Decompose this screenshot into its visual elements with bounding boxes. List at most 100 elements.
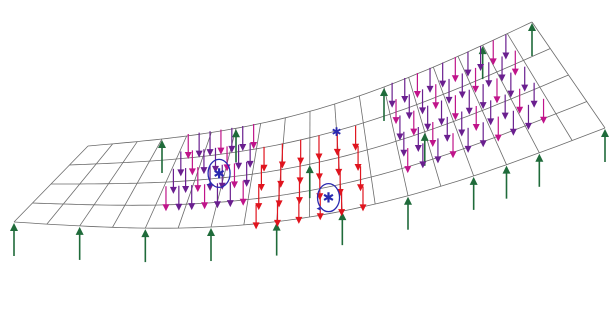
support-reaction-arrow-icon [528,23,536,56]
support-reaction-arrow-icon [75,226,84,260]
support-reaction-arrow-icon [535,153,544,187]
support-reaction-arrow-icon [469,176,478,210]
point-load-arrow-icon [439,62,447,88]
mesh-line-cross [506,33,573,141]
support-reaction-arrow-icon [338,212,347,246]
support-reactions [10,23,609,263]
point-load-arrow-icon [501,94,509,120]
point-load-arrow-icon [250,124,258,150]
point-load-arrow-icon [388,82,396,108]
moment-star-icon: ✱ [323,191,335,207]
point-load-arrow-icon [521,66,529,92]
point-load-arrow-icon [414,127,422,153]
point-load-arrow-icon [540,98,548,124]
point-load-arrow-icon [458,73,466,99]
support-reaction-arrow-icon [232,129,240,163]
point-load-arrow-icon [424,105,432,131]
point-load-arrow-icon [246,142,254,168]
point-load-arrow-icon [277,162,285,188]
point-load-arrow-icon [465,89,473,115]
support-reaction-arrow-icon [158,139,166,173]
mesh-line-cross [358,95,376,205]
point-load-arrow-icon [206,131,214,157]
point-load-arrow-icon [255,185,263,211]
support-reaction-arrow-icon [10,223,18,256]
point-load-arrow-icon [217,129,225,155]
point-load-arrow-icon [278,143,286,169]
point-load-arrow-icon [413,73,421,99]
point-load-arrow-icon [315,135,323,161]
point-load-arrow-icon [502,34,510,60]
point-load-arrow-icon [252,204,260,230]
mesh-line-cross [46,143,113,225]
point-load-arrow-icon [175,185,183,211]
moment-rotation-icon: ✱ [316,182,341,213]
mesh-line-cross [309,111,311,218]
support-reaction-arrow-icon [380,87,388,121]
point-load-arrow-icon [487,100,495,126]
point-load-arrow-icon [479,122,487,148]
point-load-arrow-icon [235,144,243,170]
point-load-arrow-icon [338,191,346,217]
point-load-arrow-icon [182,168,190,194]
point-load-arrow-icon [479,84,487,110]
node-star-icon: ✱ [332,125,342,139]
support-reaction-arrow-icon [601,129,609,162]
point-load-arrow-icon [530,82,538,108]
point-load-arrow-icon [410,110,418,136]
point-load-arrow-icon [177,151,185,177]
point-load-arrow-icon [257,165,265,191]
point-load-arrow-icon [485,62,493,88]
mesh-line-cross [531,21,606,129]
point-load-arrow-icon [451,95,459,121]
point-load-arrow-icon [419,89,427,115]
point-load-arrow-icon [357,166,365,192]
mesh-line-cross [112,138,163,228]
point-load-arrow-icon [195,132,203,158]
point-load-arrow-icon [273,201,281,227]
point-load-arrow-icon [472,106,480,132]
point-load-arrow-icon [458,111,466,137]
point-load-arrow-icon [352,125,360,151]
point-load-arrow-icon [434,138,442,164]
support-reaction-arrow-icon [272,222,281,256]
point-load-arrow-icon [354,145,362,171]
point-load-arrow-icon [438,100,446,126]
mesh-line-cross [432,66,475,177]
point-load-arrow-icon [184,133,192,159]
moment-rotation-icon: ✱ [207,158,231,189]
mesh-line-cross [457,56,507,165]
point-load-arrow-icon [169,168,177,194]
point-load-arrow-icon [509,110,517,136]
point-load-arrow-icon [392,99,400,125]
point-load-arrow-icon [401,77,409,103]
point-load-arrow-icon [464,127,472,153]
point-load-arrow-icon [188,185,196,211]
point-load-arrow-icon [188,150,196,176]
mesh-line-cross [177,132,212,229]
point-load-arrow-icon [472,67,480,93]
mesh-line-cross [408,77,442,187]
mesh-line-cross [383,86,409,196]
point-load-arrow-icon [297,139,305,165]
point-load-arrow-icon [432,84,440,110]
point-load-arrow-icon [498,56,506,82]
point-load-arrow-icon [226,182,234,208]
point-load-arrow-icon [445,78,453,104]
support-reaction-arrow-icon [305,165,314,199]
point-load-arrow-icon [489,40,497,66]
point-load-arrow-icon [400,131,408,157]
point-load-arrow-icon [494,116,502,142]
mesh-line-cross [243,123,262,225]
moment-star-icon: ✱ [213,166,225,182]
point-load-arrow-icon [511,50,519,76]
point-loads [162,34,548,230]
support-reaction-arrow-icon [404,196,412,230]
point-load-arrow-icon [239,126,247,152]
point-load-arrow-icon [464,51,472,77]
point-load-arrow-icon [419,143,427,169]
point-load-arrow-icon [162,186,170,212]
point-load-arrow-icon [228,127,236,153]
point-load-arrow-icon [493,78,501,104]
